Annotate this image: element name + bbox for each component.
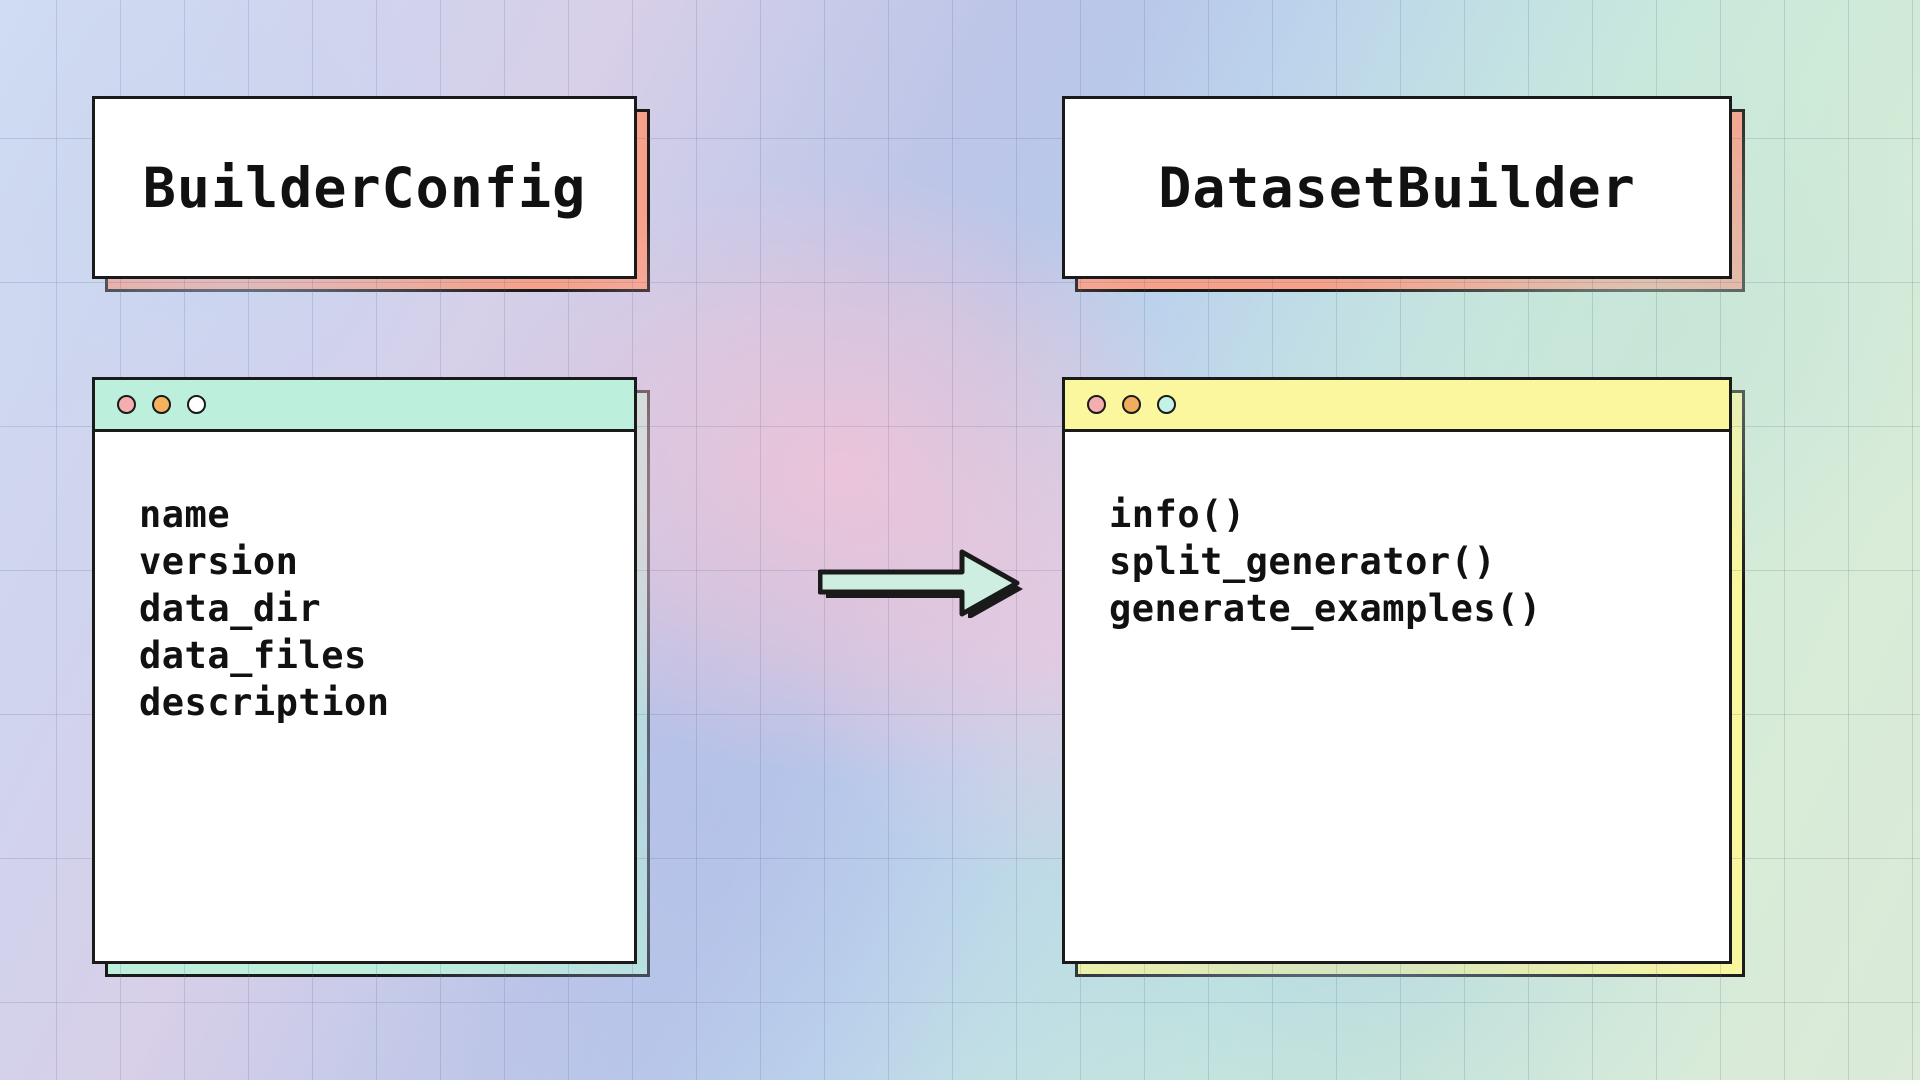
traffic-light-maximize-icon[interactable] — [187, 395, 206, 414]
dataset-builder-method-list: info() split_generator() generate_exampl… — [1109, 492, 1729, 633]
traffic-light-maximize-icon[interactable] — [1157, 395, 1176, 414]
title-card-builder-config-label: BuilderConfig — [142, 155, 587, 220]
traffic-light-close-icon[interactable] — [117, 395, 136, 414]
title-card-dataset-builder: DatasetBuilder — [1062, 96, 1745, 292]
traffic-light-minimize-icon[interactable] — [1122, 395, 1141, 414]
list-item: generate_examples() — [1109, 586, 1542, 630]
window-builder-config: name version data_dir data_files descrip… — [92, 377, 650, 977]
connector-arrow — [818, 548, 1038, 618]
traffic-light-close-icon[interactable] — [1087, 395, 1106, 414]
window-dataset-builder: info() split_generator() generate_exampl… — [1062, 377, 1745, 977]
title-card-builder-config: BuilderConfig — [92, 96, 650, 292]
window-dataset-builder-body: info() split_generator() generate_exampl… — [1065, 432, 1729, 961]
list-item: version — [139, 539, 299, 583]
list-item: info() — [1109, 493, 1246, 536]
list-item: name — [139, 493, 231, 536]
traffic-light-minimize-icon[interactable] — [152, 395, 171, 414]
list-item: split_generator() — [1109, 539, 1497, 583]
title-card-dataset-builder-label: DatasetBuilder — [1158, 155, 1636, 220]
arrow-right-icon — [818, 549, 1020, 617]
list-item: data_dir — [139, 586, 322, 630]
list-item: data_files — [139, 633, 367, 677]
window-dataset-builder-titlebar[interactable] — [1065, 380, 1729, 432]
list-item: description — [139, 680, 390, 724]
builder-config-attribute-list: name version data_dir data_files descrip… — [139, 492, 634, 727]
window-builder-config-body: name version data_dir data_files descrip… — [95, 432, 634, 961]
window-builder-config-titlebar[interactable] — [95, 380, 634, 432]
